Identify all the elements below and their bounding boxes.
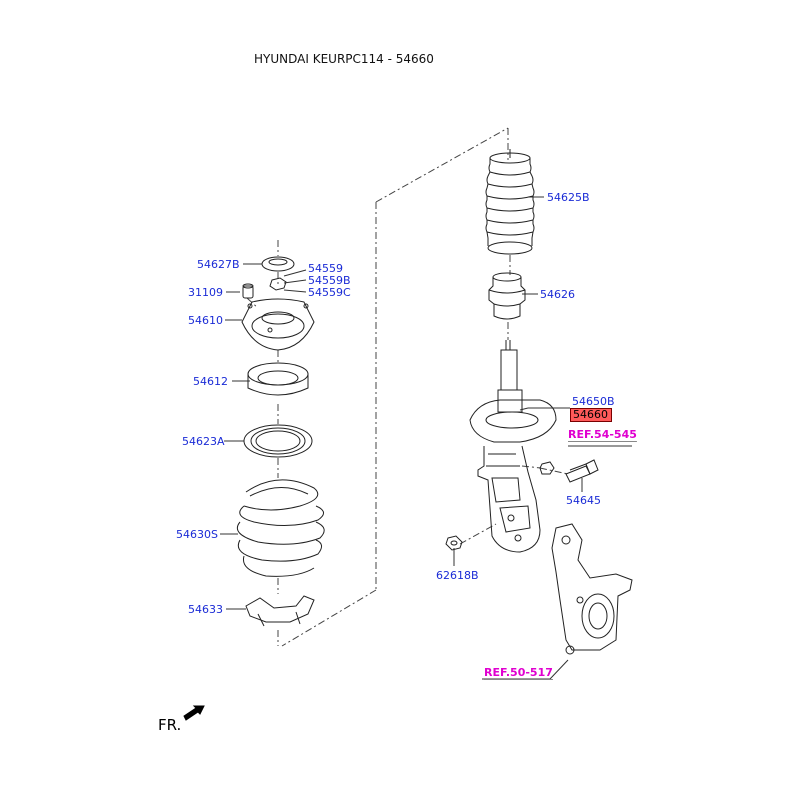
bump-stopper-54626 <box>488 272 526 320</box>
part-label-54610[interactable]: 54610 <box>188 314 223 327</box>
diagram-title: HYUNDAI KEURPC114 - 54660 <box>254 52 434 66</box>
part-label-54623A[interactable]: 54623A <box>182 435 225 448</box>
bolt-54645 <box>565 459 599 483</box>
knuckle-ref-50-517 <box>551 523 633 655</box>
part-label-31109[interactable]: 31109 <box>188 286 223 299</box>
strut-assembly-54650B <box>469 340 557 553</box>
insulator-54610 <box>241 298 315 351</box>
assembly-dash-outline <box>246 127 569 647</box>
part-label-54559C[interactable]: 54559C <box>308 286 351 299</box>
cap-54627B <box>261 256 295 272</box>
ref-label-54-545[interactable]: REF.54-545 <box>568 428 637 441</box>
part-label-62618B[interactable]: 62618B <box>436 569 479 582</box>
leader-lines <box>220 196 632 680</box>
spring-pad-54623A <box>243 424 313 458</box>
part-label-54633[interactable]: 54633 <box>188 603 223 616</box>
part-label-54645[interactable]: 54645 <box>566 494 601 507</box>
part-label-54660-highlighted[interactable]: 54660 <box>570 408 612 422</box>
part-label-54559B[interactable]: 54559B <box>308 274 351 287</box>
part-label-54559[interactable]: 54559 <box>308 262 343 275</box>
part-label-54626[interactable]: 54626 <box>540 288 575 301</box>
front-direction-arrow <box>183 705 205 721</box>
part-31109 <box>242 283 254 299</box>
part-label-54627B[interactable]: 54627B <box>197 258 240 271</box>
part-label-54612[interactable]: 54612 <box>193 375 228 388</box>
bearing-54612 <box>247 362 309 396</box>
nut-ref-54-545 <box>539 461 555 475</box>
lower-seat-54633 <box>245 595 315 627</box>
nut-54559 <box>269 277 287 291</box>
coil-spring-54630S <box>236 479 325 577</box>
ref-label-50-517[interactable]: REF.50-517 <box>484 666 553 679</box>
nut-62618B <box>445 535 463 551</box>
part-label-54630S[interactable]: 54630S <box>176 528 218 541</box>
dust-boot-54625B <box>485 149 535 255</box>
part-label-54650B[interactable]: 54650B <box>572 395 615 408</box>
part-label-54625B[interactable]: 54625B <box>547 191 590 204</box>
front-direction-label: FR. <box>158 716 182 734</box>
